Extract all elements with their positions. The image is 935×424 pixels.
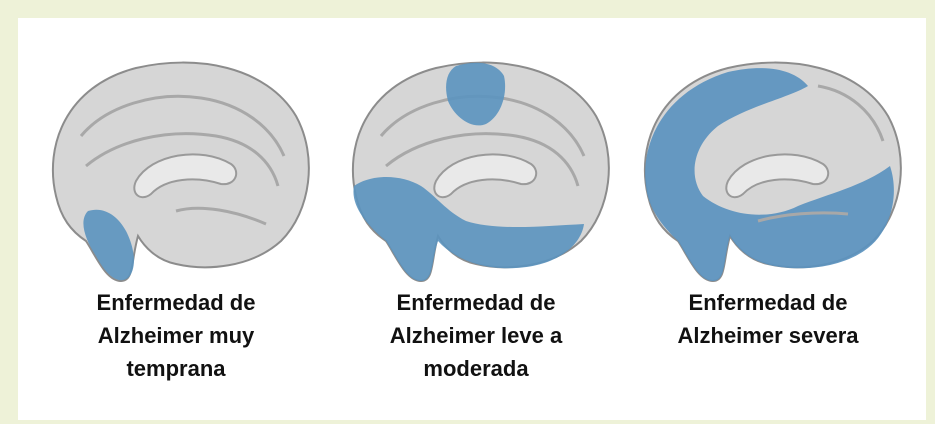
gyrus-fold [79, 94, 286, 157]
caption-mild-moderate: Enfermedad de Alzheimer leve a moderada [389, 290, 563, 381]
brain-severe-illustration [643, 61, 902, 283]
gyrus-fold [385, 132, 580, 187]
affected-region [446, 62, 506, 126]
brain-very-early-illustration [51, 61, 310, 283]
affected-region [83, 209, 134, 281]
corpus-callosum [433, 153, 538, 199]
gyrus-fold [817, 84, 885, 142]
caption-severe: Enfermedad de Alzheimer severa [677, 290, 859, 348]
brain-mild-moderate [326, 46, 626, 286]
brain-severe [618, 46, 918, 286]
brain-very-early [26, 46, 326, 286]
corpus-callosum [133, 153, 238, 199]
gyrus-fold [85, 132, 280, 187]
figure-panel: Enfermedad de Alzheimer muy temprana Enf… [18, 18, 926, 420]
caption-very-early: Enfermedad de Alzheimer muy temprana [96, 290, 256, 381]
gyrus-fold [175, 206, 267, 226]
corpus-callosum [725, 153, 830, 199]
affected-region [645, 68, 894, 281]
affected-region [353, 177, 584, 281]
brain-mild-moderate-illustration [351, 61, 610, 283]
gyrus-fold [757, 211, 849, 223]
